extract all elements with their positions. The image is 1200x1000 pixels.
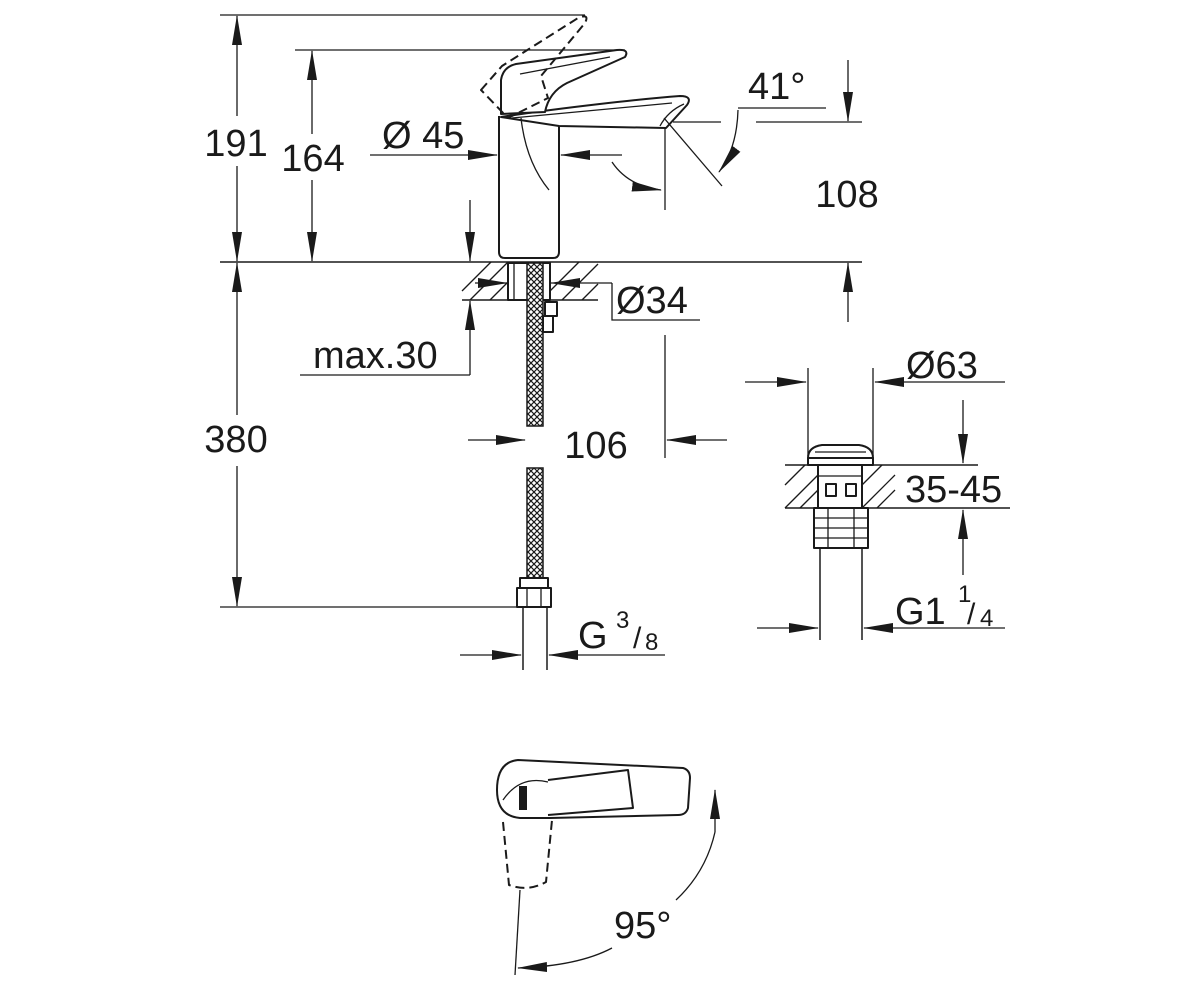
faucet-body (498, 116, 560, 259)
waste-cap-band (807, 457, 874, 466)
angle-arc-arrow (718, 109, 741, 173)
shank-diameter-label: Ø34 (616, 280, 688, 322)
hose-thread-prefix: G (578, 615, 608, 657)
temperature-indicator (519, 786, 527, 810)
hose-connector-nut (544, 301, 558, 317)
dim-spout-projection: 106 (468, 335, 727, 467)
dim-hose-thread: G 3 / 8 (460, 607, 665, 660)
hatch-line (461, 261, 492, 292)
dim-spout-angle: 41° (663, 66, 826, 187)
waste-diameter-label: Ø63 (906, 345, 978, 387)
waste-thread-prefix: G1 (895, 591, 946, 633)
hose-thread-separator: / (633, 622, 642, 655)
outlet-height-label: 108 (815, 174, 878, 216)
faucet-spout (500, 95, 690, 129)
dim-body-diameter: Ø 45 (370, 115, 622, 160)
top-view-handle-face (547, 769, 634, 816)
basin-thickness-label: 35-45 (905, 469, 1002, 511)
faucet-side-view: 191 164 Ø 45 (204, 14, 879, 670)
hose-end-collar (519, 577, 549, 589)
spout-edge-line (511, 102, 673, 119)
overall-height-label: 191 (204, 123, 267, 165)
dim-basin-thickness: 35-45 (905, 400, 1002, 575)
hose-length-label: 380 (204, 419, 267, 461)
spout-projection-label: 106 (564, 425, 627, 467)
hatch-line (489, 281, 509, 301)
dim-handle-height: 164 (281, 50, 345, 262)
body-diameter-label: Ø 45 (382, 115, 464, 157)
hatch-line (861, 464, 883, 486)
waste-valve-view: Ø63 3 (745, 345, 1010, 640)
deck-thickness-label: max.30 (313, 335, 438, 377)
hose-connector-fitting (542, 315, 554, 333)
handle-rotation-label: 95° (614, 905, 671, 947)
hatch-line (861, 474, 896, 509)
handle-raised-dashed (480, 15, 588, 119)
rotation-arc-lower (517, 947, 613, 973)
waste-thread-separator: / (967, 598, 976, 631)
braided-hose-upper (526, 262, 544, 427)
dim-leader-line (611, 283, 700, 321)
hatch-line (784, 474, 819, 509)
braided-hose-lower (526, 467, 544, 581)
dim-hose-length: 380 (204, 262, 520, 608)
dim-shank-diameter: Ø34 (475, 278, 700, 322)
handle-travel-arc (520, 117, 550, 191)
spout-swing-arrow (611, 161, 662, 192)
faucet-handle (500, 48, 628, 115)
waste-thread-numerator: 1 (958, 581, 971, 608)
hose-thread-numerator: 3 (616, 607, 629, 634)
waste-slot-left (825, 483, 837, 497)
hatch-line (469, 261, 509, 301)
rotation-arc-upper (675, 831, 716, 901)
handle-height-label: 164 (281, 138, 344, 180)
hatch-line (799, 489, 819, 509)
rotation-reference-line (514, 889, 521, 976)
dim-waste-thread: G1 1 / 4 (757, 581, 1005, 633)
dim-waste-diameter: Ø63 (745, 345, 1005, 456)
handle-edge-line (519, 56, 611, 75)
top-view-outline (496, 759, 691, 819)
handle-rotated-dashed (502, 819, 553, 889)
angle-line (663, 117, 723, 187)
top-view-body-curve (502, 779, 549, 801)
dim-overall-height: 191 (204, 15, 268, 262)
spout-angle-label: 41° (748, 66, 805, 108)
waste-thread-denominator: 4 (980, 605, 993, 632)
hatch-line (784, 464, 806, 486)
hose-end-nut (516, 587, 552, 608)
hose-thread-denominator: 8 (645, 629, 658, 656)
dim-outlet-height: 108 (756, 60, 879, 322)
hatch-line (561, 263, 599, 301)
hatch-line (876, 489, 896, 509)
waste-slot-right (845, 483, 857, 497)
spout-aerator (659, 103, 685, 127)
dim-deck-thickness: max.30 (300, 200, 475, 377)
faucet-top-view: 95° (496, 759, 720, 976)
hatch-line (581, 283, 599, 301)
